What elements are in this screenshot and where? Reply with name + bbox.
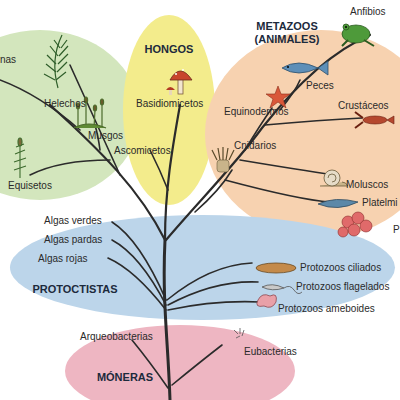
protozoa xyxy=(256,263,302,307)
group-heading: HONGOS xyxy=(133,43,205,56)
tree-branches xyxy=(0,35,370,400)
fish xyxy=(282,61,328,75)
group-heading: METAZOOS (ANIMALES) xyxy=(247,20,327,46)
taxon-label: Helechos xyxy=(44,98,86,110)
coral xyxy=(338,212,372,237)
lobster xyxy=(355,112,394,128)
plant-ellipse xyxy=(0,30,140,200)
taxon-label: Algas rojas xyxy=(38,253,87,265)
taxon-label: Cnidarios xyxy=(234,140,276,152)
taxon-label: Peces xyxy=(306,80,334,92)
taxon-label: Ascomicetos xyxy=(114,145,171,157)
anemone xyxy=(212,147,234,172)
ellipse-fill xyxy=(205,30,400,238)
taxon-label: Musgos xyxy=(88,130,123,142)
taxon-label: Crustáceos xyxy=(338,100,389,112)
flatworm xyxy=(318,199,358,207)
starfish xyxy=(266,86,290,108)
taxon-label: Platelmi xyxy=(362,197,398,209)
taxon-label: Eubacterias xyxy=(244,346,297,358)
mushroom xyxy=(166,69,192,95)
group-heading: MÓNERAS xyxy=(85,371,165,384)
ellipse-fill xyxy=(10,215,395,320)
taxon-label: Equisetos xyxy=(8,180,52,192)
frog xyxy=(342,24,374,46)
taxon-label: Arqueobacterias xyxy=(80,331,153,343)
fern xyxy=(44,35,68,88)
snail xyxy=(320,170,348,186)
ellipse-fill xyxy=(65,325,295,400)
taxon-label: P xyxy=(393,224,400,236)
bacteria xyxy=(234,328,244,338)
taxon-label: Equinodermos xyxy=(224,106,288,118)
taxon-label: Protozoos ciliados xyxy=(300,262,381,274)
group-heading: PROTOCTISTAS xyxy=(30,283,120,296)
taxon-label: Algas pardas xyxy=(44,234,102,246)
taxon-label: nas xyxy=(0,54,16,66)
horsetail xyxy=(14,138,26,178)
taxon-label: Protozoos ameboides xyxy=(278,303,375,315)
taxon-label: Protozoos flagelados xyxy=(296,281,389,293)
taxon-label: Moluscos xyxy=(346,179,388,191)
taxon-label: Basidiomicetos xyxy=(136,98,203,110)
taxon-label: Anfibios xyxy=(350,6,386,18)
taxon-label: Algas verdes xyxy=(44,215,102,227)
